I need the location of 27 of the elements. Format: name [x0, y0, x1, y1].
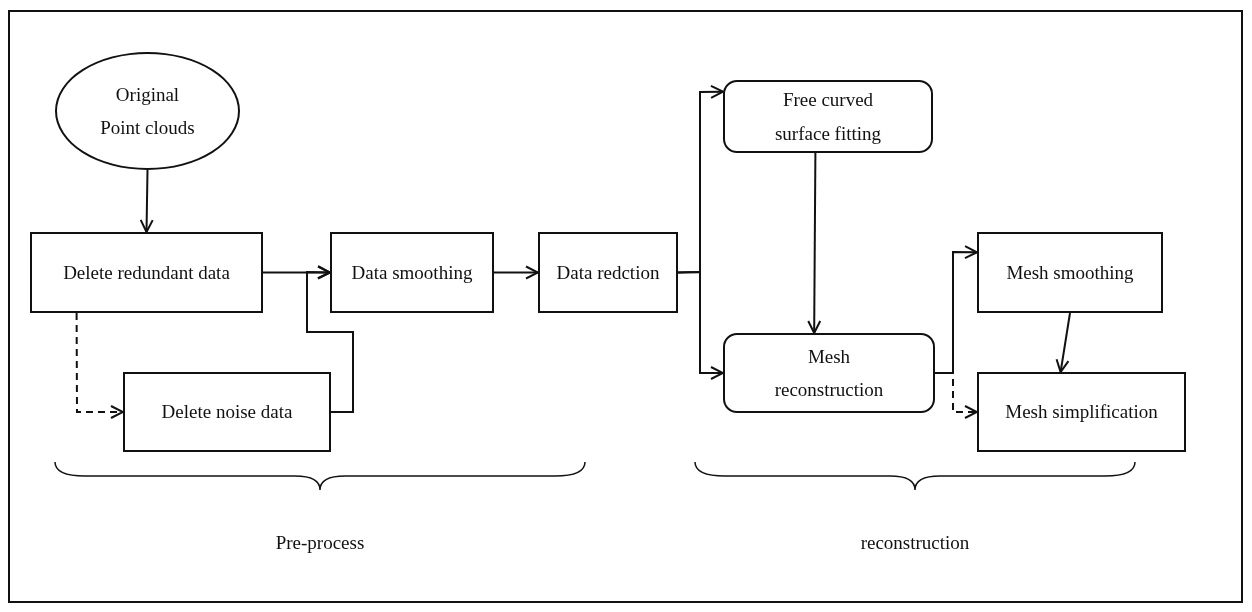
- node-text: Mesh smoothing: [1006, 260, 1134, 285]
- node-text: Free curved surface fitting: [773, 88, 882, 146]
- node-text: Original Point clouds: [99, 82, 196, 140]
- process-box: [538, 232, 678, 313]
- process-box: [123, 372, 331, 452]
- process-box: [30, 232, 263, 313]
- process-box: [723, 333, 935, 413]
- process-box: [977, 372, 1186, 452]
- group-label: reconstruction: [860, 532, 970, 554]
- node-text: Data smoothing: [351, 260, 473, 285]
- process-box: [977, 232, 1163, 313]
- arrow: [306, 265, 354, 413]
- node-text: Data redction: [556, 260, 660, 285]
- process-box: [330, 232, 494, 313]
- node-text: Mesh simplification: [1005, 400, 1158, 425]
- arrow: [807, 152, 822, 334]
- arrow: [1055, 312, 1071, 373]
- node-text: Mesh reconstruction: [773, 344, 885, 402]
- node-text: Delete redundant data: [63, 260, 230, 285]
- arrow: [934, 372, 978, 419]
- arrow: [75, 312, 124, 419]
- node-text: Delete noise data: [161, 400, 293, 425]
- arrow: [677, 270, 724, 380]
- group-label: Pre-process: [275, 532, 365, 554]
- process-box: [723, 80, 933, 153]
- arrow: [139, 169, 154, 233]
- arrow: [493, 265, 539, 280]
